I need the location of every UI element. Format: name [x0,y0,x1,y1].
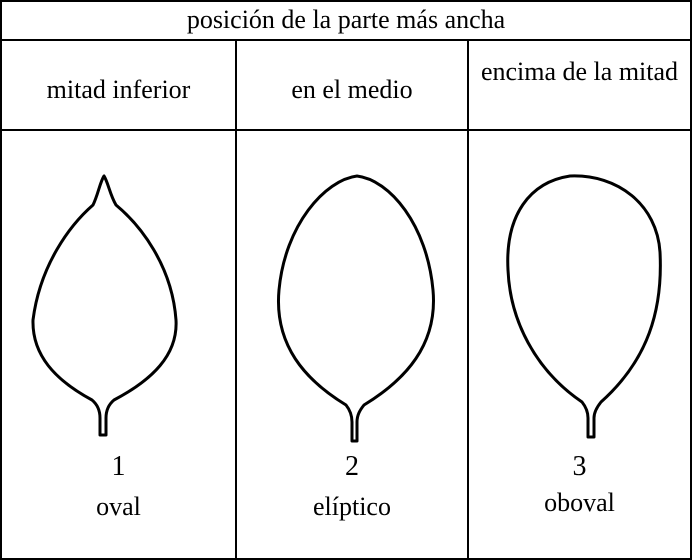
leaf-oval-icon [31,174,178,437]
leaf-label-oboval: oboval [544,488,615,517]
column-header-encima-de-la-mitad: encima de la mitad [480,57,679,86]
column-header-en-el-medio: en el medio [291,75,413,104]
leaf-number-3: 3 [572,451,587,482]
leaf-number-2: 2 [345,451,359,482]
column-header-mitad-inferior: mitad inferior [46,75,191,104]
leaf-eliptico-icon [276,174,435,443]
leaf-number-1: 1 [111,451,126,482]
leaf-oboval-icon [506,174,662,439]
leaf-label-eliptico: elíptico [313,492,391,521]
leaf-label-oval: oval [96,492,141,521]
table-title: posición de la parte más ancha [186,5,506,34]
